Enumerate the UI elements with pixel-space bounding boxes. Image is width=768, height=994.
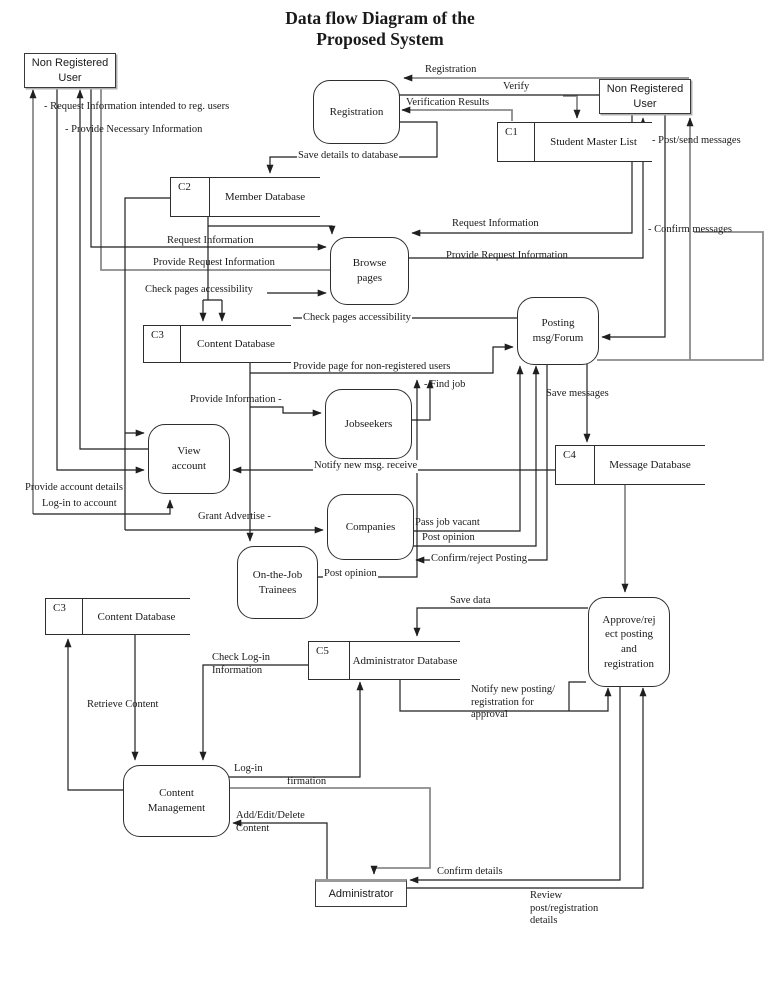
datastore-student-master-list: C1 Student Master List	[497, 122, 652, 162]
flow-label-request-info-reg-users: - Request Information intended to reg. u…	[44, 101, 230, 112]
flow-label-save-messages: Save messages	[546, 388, 609, 399]
flow-label-registration: Registration	[425, 64, 477, 75]
flow-label-confirm-messages: - Confirm messages	[648, 224, 732, 235]
flow-label-add-edit-delete-content: Add/Edit/Delete Content	[236, 810, 305, 834]
datastore-code: C2	[170, 178, 210, 216]
flow-label-provide-request-info-right: Provide Request Information	[446, 250, 568, 261]
flow-label-login-to-account: Log-in to account	[42, 498, 117, 509]
datastore-content-database-top: C3 Content Database	[143, 325, 291, 363]
flow-label-save-data: Save data	[450, 595, 491, 606]
flow-label-save-details: Save details to database	[297, 150, 400, 163]
flow-label-find-job: - Find job	[424, 379, 466, 390]
flow-label-firmation: firmation	[287, 776, 327, 787]
flow-label-review-post-registration: Review post/registration details	[530, 890, 599, 927]
flow-label-post-send-messages: - Post/send messages	[652, 135, 741, 146]
flow-label-notify-new-posting: Notify new posting/ registration for app…	[471, 684, 555, 721]
flow-label-grant-advertise: Grant Advertise -	[198, 511, 271, 522]
process-content-management: Content Management	[123, 765, 230, 837]
entity-non-registered-user-left: Non Registered User	[24, 53, 116, 88]
flow-label-check-pages-right: Check pages accessibility	[302, 312, 412, 325]
entity-non-registered-user-right: Non Registered User	[599, 79, 691, 114]
flow-label-check-pages-left: Check pages accessibility	[145, 284, 253, 295]
flow-label-verify: Verify	[503, 81, 530, 92]
flow-label-pass-job-vacant: Pass job vacant	[415, 517, 480, 528]
datastore-name: Member Database	[224, 191, 306, 203]
datastore-code: C1	[497, 123, 535, 161]
datastore-code: C3	[143, 326, 181, 362]
process-view-account: View account	[148, 424, 230, 494]
datastore-message-database: C4 Message Database	[555, 445, 705, 485]
datastore-name: Student Master List	[550, 136, 637, 148]
datastore-name: Content Database	[97, 610, 176, 623]
diagram-title: Data flow Diagram of the Proposed System	[285, 8, 475, 49]
datastore-name: Administrator Database	[352, 654, 458, 667]
process-registration: Registration	[313, 80, 400, 144]
process-on-the-job-trainees: On-the-Job Trainees	[237, 546, 318, 619]
datastore-code: C5	[308, 642, 350, 679]
flow-label-provide-account-details: Provide account details	[25, 482, 123, 493]
process-companies: Companies	[327, 494, 414, 560]
datastore-code: C4	[555, 446, 595, 484]
flow-label-provide-necessary-info: - Provide Necessary Information	[65, 124, 203, 135]
entity-administrator: Administrator	[315, 879, 407, 907]
datastore-member-database: C2 Member Database	[170, 177, 320, 217]
flow-label-provide-information: Provide Information -	[190, 394, 282, 405]
datastore-administrator-database: C5 Administrator Database	[308, 641, 460, 680]
process-posting-msg-forum: Posting msg/Forum	[517, 297, 599, 365]
flow-label-retrieve-content: Retrieve Content	[87, 699, 159, 710]
flow-label-provide-page: Provide page for non-registered users	[293, 361, 451, 372]
flow-label-post-opinion-trainees: Post opinion	[323, 568, 378, 581]
flow-label-notify-new-msg: Notify new msg. receive	[313, 460, 419, 473]
flow-label-login: Log-in	[234, 763, 263, 774]
process-browse-pages: Browse pages	[330, 237, 409, 305]
flow-label-verification-results: Verification Results	[406, 97, 490, 108]
datastore-content-database-bottom: C3 Content Database	[45, 598, 190, 635]
datastore-name: Message Database	[609, 459, 691, 471]
flow-label-post-opinion-companies: Post opinion	[422, 532, 475, 543]
flow-label-provide-request-info-left: Provide Request Information	[153, 257, 275, 268]
flow-label-request-info-left: Request Information	[167, 235, 254, 246]
datastore-name: Content Database	[197, 338, 275, 350]
flow-label-confirm-details: Confirm details	[437, 866, 503, 877]
datastore-code: C3	[45, 599, 83, 634]
process-approve-reject: Approve/rej ect posting and registration	[588, 597, 670, 687]
process-jobseekers: Jobseekers	[325, 389, 412, 459]
flow-label-check-login-information: Check Log-in Information	[212, 652, 271, 676]
flow-label-confirm-reject-posting: Confirm/reject Posting	[430, 553, 528, 566]
flow-label-request-info-right: Request Information	[452, 218, 539, 229]
